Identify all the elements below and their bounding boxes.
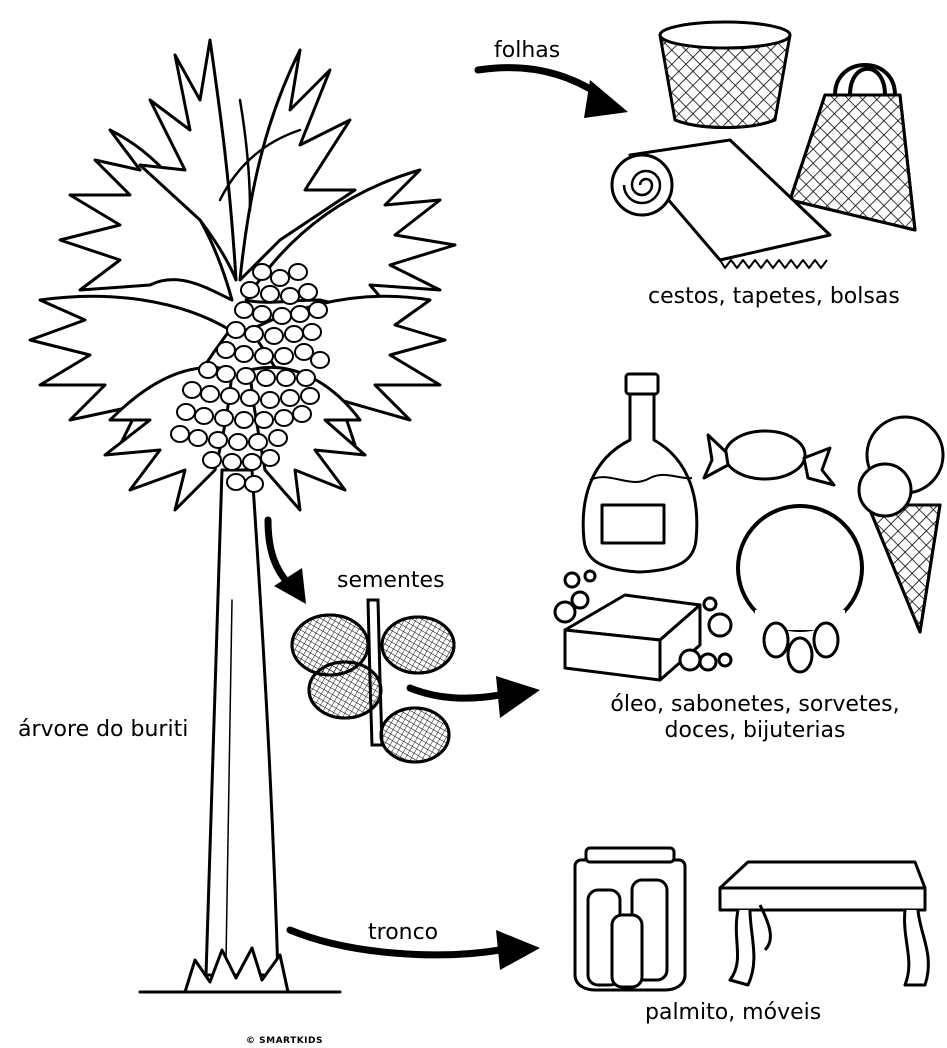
- ice-cream-icon: [859, 417, 943, 632]
- label-seeds-products-line1: óleo, sabonetes, sorvetes,: [575, 692, 935, 718]
- table-icon: [720, 862, 928, 985]
- label-trunk: tronco: [368, 920, 438, 946]
- oil-bottle-icon: [583, 374, 697, 572]
- handbag-icon: [790, 65, 915, 230]
- seed-products: [555, 374, 943, 680]
- buriti-tree: [30, 40, 455, 992]
- palm-heart-jar-icon: [575, 848, 685, 990]
- arrow-leaves: [478, 68, 628, 118]
- candy-icon: [704, 431, 834, 485]
- label-trunk-products: palmito, móveis: [645, 1000, 821, 1026]
- credit-text: © SMARTKIDS: [246, 1036, 323, 1046]
- label-tree: árvore do buriti: [18, 717, 188, 743]
- label-leaves-products: cestos, tapetes, bolsas: [648, 284, 900, 310]
- necklace-icon: [738, 506, 862, 672]
- label-seeds: sementes: [337, 568, 445, 594]
- label-seeds-products-line2: doces, bijuterias: [575, 718, 935, 744]
- basket-icon: [660, 22, 790, 128]
- rolled-mat-icon: [612, 140, 830, 268]
- arrow-seeds: [268, 520, 306, 604]
- seed-branch: [292, 600, 454, 762]
- label-leaves: folhas: [494, 38, 560, 64]
- trunk-products: [575, 848, 928, 990]
- leaf-products: [612, 22, 915, 268]
- soap-icon: [555, 571, 731, 680]
